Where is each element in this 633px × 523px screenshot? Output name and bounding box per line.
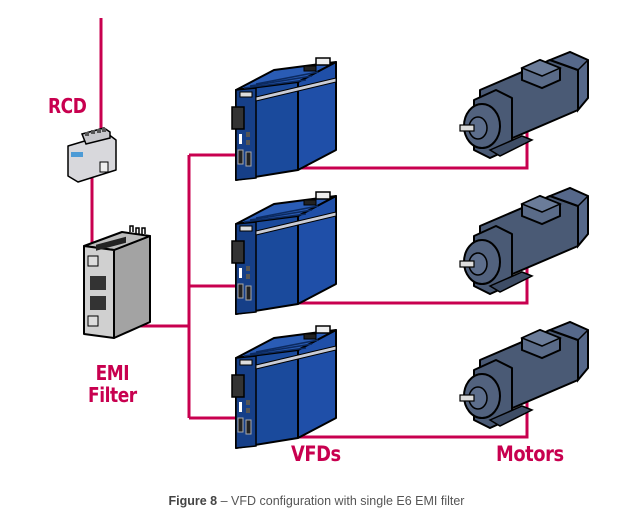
emi-filter-label: EMI Filter (88, 362, 137, 406)
motor-2 (459, 187, 589, 295)
motor-1 (459, 51, 589, 159)
figure-caption: Figure 8 – VFD configuration with single… (0, 494, 633, 508)
caption-text: – VFD configuration with single E6 EMI f… (217, 494, 465, 508)
rcd-device (67, 127, 117, 183)
emi-label-line1: EMI (95, 361, 130, 385)
figure-number: Figure 8 (168, 494, 218, 508)
emi-label-line2: Filter (88, 383, 137, 407)
vfd-3 (231, 325, 337, 449)
motor-3 (459, 321, 589, 429)
rcd-label: RCD (48, 94, 87, 118)
vfd-2 (231, 191, 337, 315)
vfd-1 (231, 57, 337, 181)
motors-label: Motors (496, 442, 564, 466)
vfds-label: VFDs (291, 442, 341, 466)
emi-filter-device (83, 225, 151, 339)
